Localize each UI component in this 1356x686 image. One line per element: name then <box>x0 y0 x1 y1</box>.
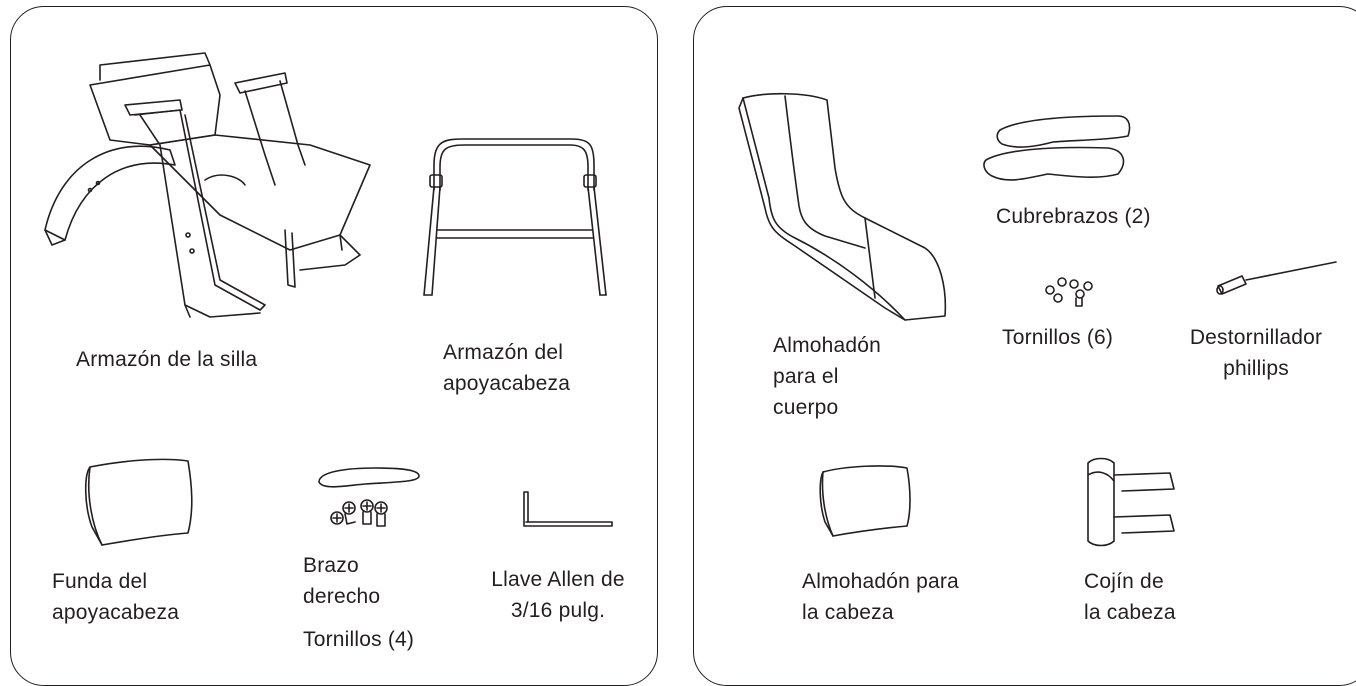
left-parts-panel <box>10 6 658 686</box>
chair-frame-illustration <box>44 52 371 318</box>
headrest-cover-label: Funda del apoyacabeza <box>52 570 180 624</box>
allen-key-illustration <box>523 491 613 527</box>
screws-label: Tornillos (6) <box>1002 326 1114 349</box>
screwdriver-label: Destornillador phillips <box>1189 326 1323 380</box>
headrest-frame-label: Armazón del apoyacabeza <box>443 341 571 395</box>
arm-covers-label: Cubrebrazos (2) <box>996 205 1151 228</box>
allen-key-label: Llave Allen de 3/16 pulg. <box>491 568 625 622</box>
right-arm-label: Brazo derecho <box>303 554 381 608</box>
arm-covers-illustration <box>983 115 1131 181</box>
chair-frame-label: Armazón de la silla <box>76 348 258 371</box>
right-arm-illustration <box>318 467 420 527</box>
right-arm-screws-label: Tornillos (4) <box>303 628 415 651</box>
head-cushion-illustration <box>1087 457 1175 547</box>
body-cushion-label: Almohadón para el cuerpo <box>773 334 882 419</box>
screwdriver-illustration <box>1216 261 1337 295</box>
head-pillow-illustration <box>819 465 911 537</box>
body-cushion-illustration <box>738 92 947 321</box>
head-pillow-label: Almohadón para la cabeza <box>802 570 959 624</box>
headrest-frame-illustration <box>423 138 607 296</box>
right-parts-panel <box>693 6 1356 686</box>
headrest-cover-illustration <box>84 458 193 546</box>
screws-illustration <box>1045 277 1093 307</box>
head-cushion-label: Cojín de la cabeza <box>1084 570 1176 624</box>
